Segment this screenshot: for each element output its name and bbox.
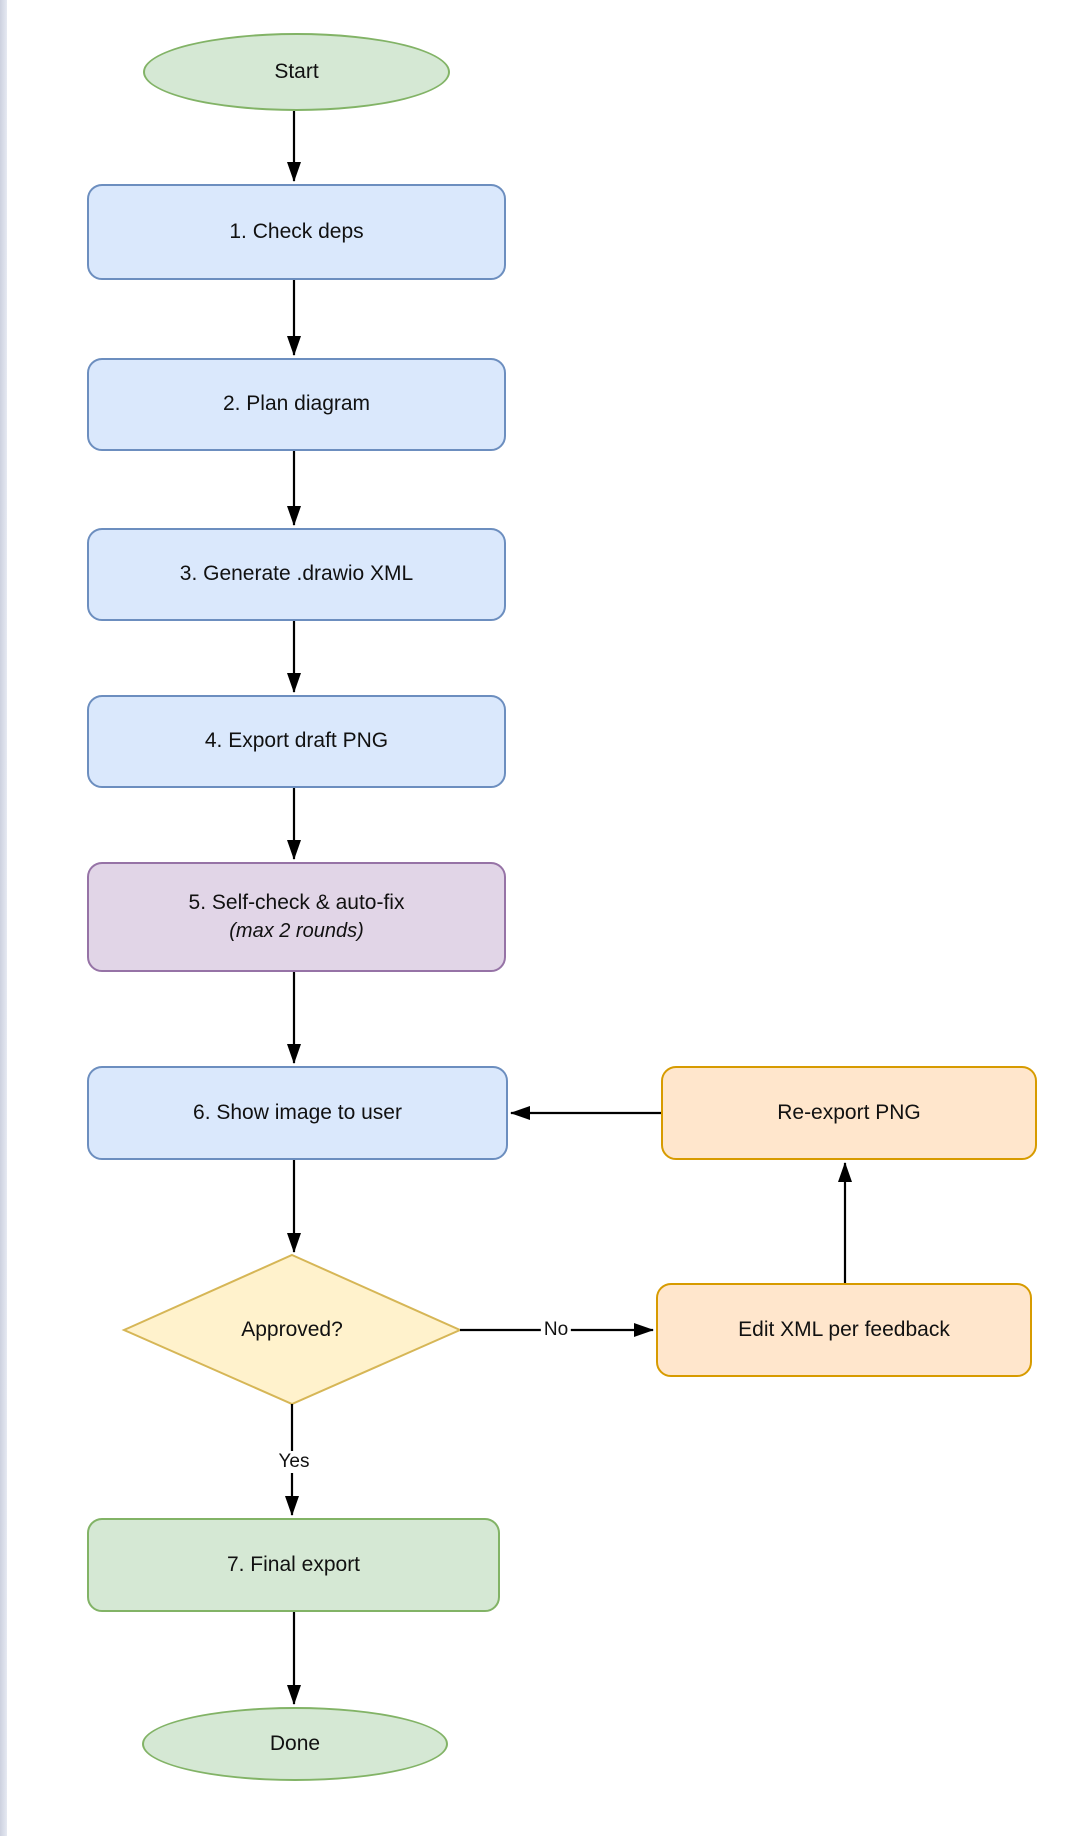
node-reexport-png: Re-export PNG — [661, 1066, 1037, 1160]
node-self-check: 5. Self-check & auto-fix (max 2 rounds) — [87, 862, 506, 972]
node-done-label: Done — [269, 1731, 321, 1755]
node-final-export-label: 7. Final export — [226, 1552, 361, 1576]
node-edit-xml-label: Edit XML per feedback — [738, 1317, 950, 1341]
node-check-deps: 1. Check deps — [87, 184, 506, 280]
left-page-edge — [0, 0, 7, 1836]
node-start: Start — [143, 33, 450, 111]
node-show-image-label: 6. Show image to user — [193, 1100, 402, 1124]
node-check-deps-label: 1. Check deps — [229, 219, 364, 243]
node-plan-diagram-label: 2. Plan diagram — [222, 392, 371, 416]
edge-label-no: No — [540, 1319, 572, 1341]
node-generate-xml-label: 3. Generate .drawio XML — [179, 562, 414, 586]
node-reexport-png-label: Re-export PNG — [777, 1100, 921, 1124]
edge-label-yes: Yes — [275, 1451, 313, 1473]
node-export-draft: 4. Export draft PNG — [87, 695, 506, 788]
node-decision-label: Approved? — [241, 1318, 343, 1341]
node-done: Done — [142, 1707, 448, 1781]
node-self-check-sublabel: (max 2 rounds) — [229, 920, 364, 943]
node-export-draft-label: 4. Export draft PNG — [204, 729, 389, 753]
node-plan-diagram: 2. Plan diagram — [87, 358, 506, 451]
node-edit-xml: Edit XML per feedback — [656, 1283, 1032, 1377]
node-final-export: 7. Final export — [87, 1518, 500, 1612]
node-show-image: 6. Show image to user — [87, 1066, 508, 1160]
node-self-check-label: 5. Self-check & auto-fix — [188, 890, 405, 914]
node-generate-xml: 3. Generate .drawio XML — [87, 528, 506, 621]
node-start-label: Start — [274, 59, 319, 83]
